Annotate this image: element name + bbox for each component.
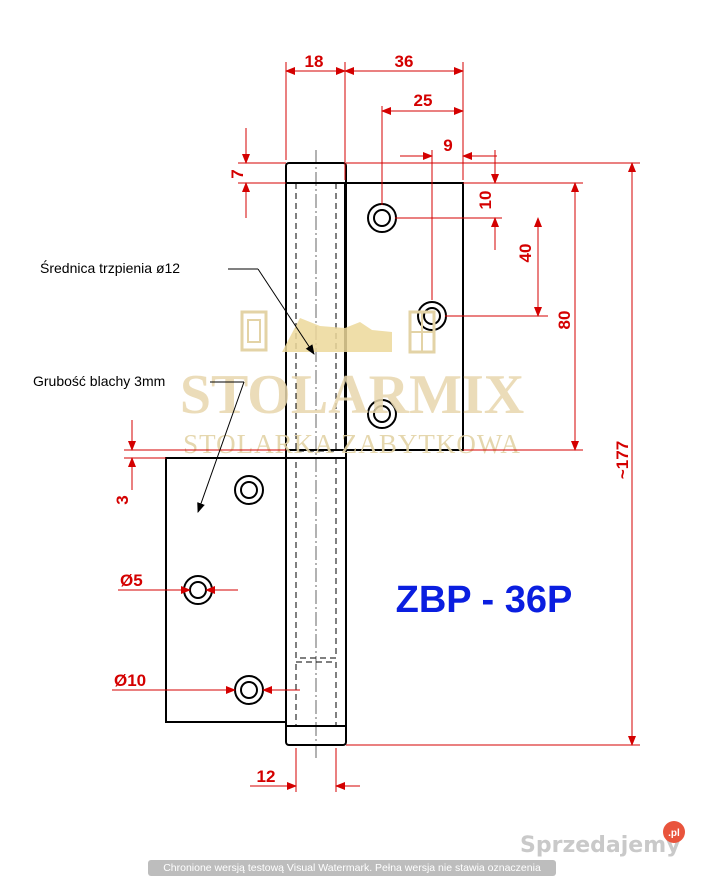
hidden-pin-end [295, 661, 337, 727]
note-plate-thickness: Grubość blachy 3mm [33, 373, 165, 389]
watermark-brand: STOLARMIX [180, 364, 524, 426]
site-logo-text: Sprzedajemy [520, 833, 681, 858]
hinge-outline [165, 150, 464, 760]
model-label: ZBP - 36P [396, 579, 573, 621]
dim-80: 80 [555, 311, 574, 330]
annotations: Średnica trzpienia ø12 Grubość blachy 3m… [33, 259, 315, 513]
dim-18: 18 [305, 52, 324, 71]
stolarmix-watermark: STOLARMIX STOLARKA ZABYTKOWA [180, 310, 524, 459]
dim-40: 40 [516, 244, 535, 263]
dim-o5: Ø5 [120, 571, 143, 590]
site-logo-badge-icon [663, 821, 685, 843]
sprzedajemy-logo: Sprzedajemy .pl [520, 821, 685, 858]
dim-7: 7 [228, 169, 247, 178]
watermark-tagline: STOLARKA ZABYTKOWA [183, 429, 521, 459]
dim-25: 25 [414, 91, 433, 110]
dim-36: 36 [395, 52, 414, 71]
dim-9: 9 [443, 136, 452, 155]
dim-3: 3 [113, 495, 132, 504]
dim-177: ~177 [613, 441, 632, 479]
dim-12: 12 [257, 767, 276, 786]
site-logo-badge: .pl [668, 828, 680, 839]
dimensions: 18 36 25 9 7 10 40 80 ~17 [112, 52, 640, 792]
dim-10: 10 [476, 191, 495, 210]
note-pin-diameter: Średnica trzpienia ø12 [40, 259, 180, 276]
dim-o10: Ø10 [114, 671, 146, 690]
trial-watermark-notice: Chronione wersją testową Visual Watermar… [148, 860, 556, 876]
